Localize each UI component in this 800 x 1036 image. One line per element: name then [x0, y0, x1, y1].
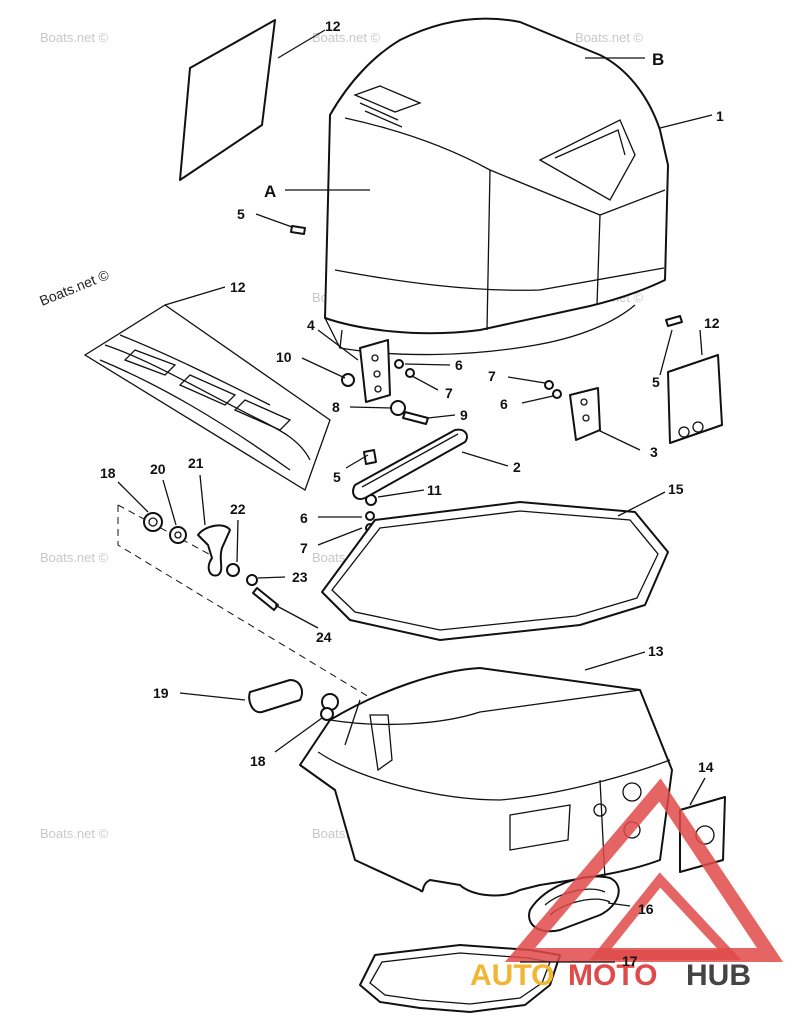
- callout-12: 12: [325, 18, 341, 34]
- watermark: Boats.net ©: [40, 30, 109, 45]
- logo-text-moto: MOTO: [568, 959, 657, 992]
- watermark: Boats.net ©: [40, 550, 109, 565]
- callout-A: A: [264, 182, 276, 201]
- callout-14: 14: [698, 759, 714, 775]
- latch: [352, 428, 468, 500]
- callout-1: 1: [716, 108, 724, 124]
- callout-5: 5: [652, 374, 660, 390]
- bracket-right: [569, 387, 601, 441]
- decal-side: [83, 304, 331, 491]
- callout-6: 6: [455, 357, 463, 373]
- logo-text-hub: HUB: [686, 959, 751, 992]
- callout-10: 10: [276, 349, 292, 365]
- grommets: [248, 679, 339, 721]
- callout-7: 7: [300, 540, 308, 556]
- callout-5: 5: [237, 206, 245, 222]
- watermark: Boats.net ©: [40, 826, 109, 841]
- callout-12: 12: [230, 279, 246, 295]
- callout-7: 7: [445, 385, 453, 401]
- callout-18: 18: [100, 465, 116, 481]
- top-cowl: [324, 17, 669, 356]
- callout-9: 9: [460, 407, 468, 423]
- callout-6: 6: [500, 396, 508, 412]
- callout-B: B: [652, 50, 664, 69]
- callout-4: 4: [307, 317, 315, 333]
- leader-lines: [117, 29, 713, 963]
- plate: [679, 796, 726, 873]
- callout-6: 6: [300, 510, 308, 526]
- callout-24: 24: [316, 629, 332, 645]
- callout-18: 18: [250, 753, 266, 769]
- decal-top: [179, 19, 276, 181]
- logo: AUTO MOTO HUB: [470, 778, 784, 992]
- callout-15: 15: [668, 481, 684, 497]
- callout-2: 2: [513, 459, 521, 475]
- callout-19: 19: [153, 685, 169, 701]
- callout-13: 13: [648, 643, 664, 659]
- watermark-dark: Boats.net ©: [37, 266, 112, 309]
- callout-22: 22: [230, 501, 246, 517]
- lower-cowl: [299, 667, 673, 897]
- callout-8: 8: [332, 399, 340, 415]
- callout-3: 3: [650, 444, 658, 460]
- seal: [321, 501, 669, 641]
- watermark: Boats.net ©: [312, 30, 381, 45]
- callout-16: 16: [638, 901, 654, 917]
- callout-17: 17: [622, 953, 638, 969]
- callout-21: 21: [188, 455, 204, 471]
- decal-right: [667, 354, 723, 444]
- hardware: [290, 225, 683, 533]
- small-parts: [143, 512, 279, 611]
- watermark: Boats.net ©: [575, 30, 644, 45]
- callout-23: 23: [292, 569, 308, 585]
- callout-11: 11: [427, 482, 442, 498]
- callout-12: 12: [704, 315, 720, 331]
- callout-20: 20: [150, 461, 166, 477]
- callouts: 12 B 1 A 5 12 12 4 10 6 7 5 7 6 8 9 3 2 …: [100, 18, 724, 969]
- callout-7: 7: [488, 368, 496, 384]
- bracket-left: [359, 339, 391, 403]
- callout-5: 5: [333, 469, 341, 485]
- logo-text-auto: AUTO: [470, 959, 554, 992]
